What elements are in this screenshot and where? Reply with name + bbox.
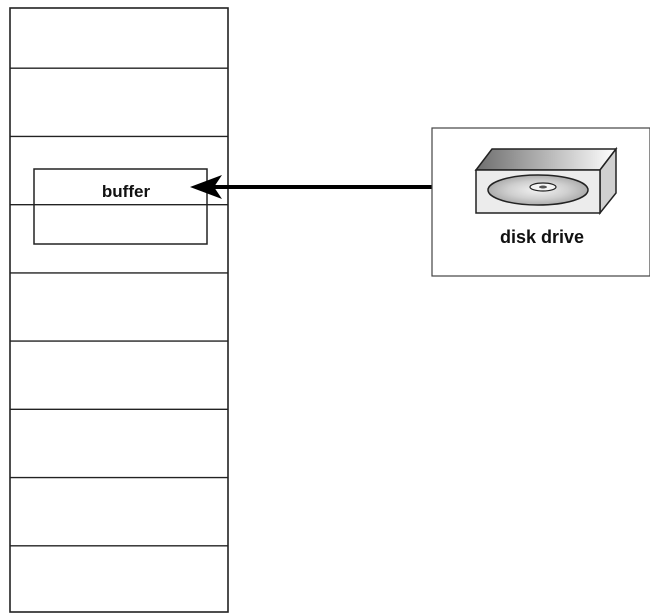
- disk-drive-label: disk drive: [500, 227, 584, 247]
- memory-column: [9, 7, 229, 613]
- buffer-box: [33, 168, 208, 245]
- disk-drive-icon: [474, 146, 618, 216]
- disk-drive-panel: disk drive: [431, 127, 650, 277]
- memory-slot-dividers: [10, 67, 228, 547]
- data-transfer-arrow: [190, 175, 474, 199]
- arrow-head: [190, 175, 222, 199]
- buffer-label: buffer: [102, 182, 151, 201]
- memory-column-outline: [9, 7, 229, 613]
- buffer-block: buffer: [33, 168, 208, 245]
